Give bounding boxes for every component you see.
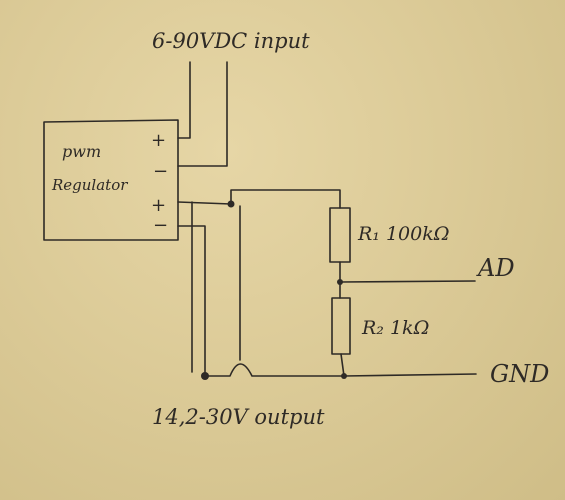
r2-to-ground-wire — [340, 353, 345, 377]
pin-output-plus: + — [151, 195, 166, 216]
regulator-label-line2: Regulator — [51, 176, 128, 194]
regulator-label-line1: pwm — [62, 142, 101, 161]
output-label: 14,2-30V output — [152, 405, 325, 429]
ground-rail-with-hop — [204, 363, 345, 377]
ground-line — [343, 373, 477, 377]
input-positive-wire — [177, 61, 191, 139]
pin-output-minus: − — [153, 215, 168, 236]
resistor-r2-label: R₂ 1kΩ — [361, 317, 429, 339]
pin-input-minus: − — [153, 161, 168, 182]
output-positive-wire — [177, 201, 232, 205]
ad-line — [339, 280, 476, 283]
resistor-r1-label: R₁ 100kΩ — [357, 223, 450, 245]
ground-terminal-label: GND — [490, 360, 549, 388]
output-negative-wire — [177, 225, 206, 373]
top-rail-wire — [230, 189, 341, 209]
adc-terminal-label: AD — [476, 254, 515, 282]
input-label: 6-90VDC input — [152, 29, 310, 53]
input-negative-wire — [177, 61, 228, 167]
regulator-box — [43, 119, 179, 241]
resistor-r2 — [331, 297, 351, 355]
resistor-r1 — [329, 207, 351, 263]
pin-input-plus: + — [151, 130, 166, 151]
